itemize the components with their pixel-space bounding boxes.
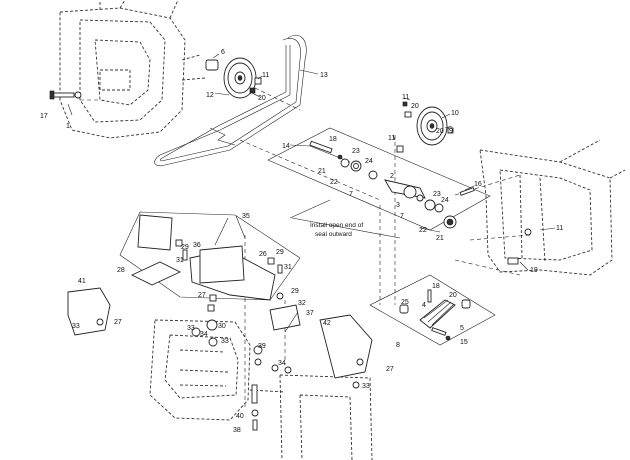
callout-40: 40 <box>236 413 244 420</box>
idler-pulley-left <box>205 57 262 99</box>
callout-20b: 20 <box>411 103 419 110</box>
mower-frame-top-left <box>59 0 206 139</box>
alignment-lines <box>80 87 531 410</box>
callout-33d: 33 <box>362 383 370 390</box>
callout-11a: 11 <box>262 72 269 79</box>
callout-30: 30 <box>218 323 226 330</box>
callout-26: 26 <box>259 251 267 258</box>
bolt-17 <box>49 90 82 100</box>
idler-pulley-right <box>396 101 454 153</box>
callout-22b: 22 <box>419 227 427 234</box>
callout-11d: 11 <box>556 225 563 232</box>
callout-33a: 33 <box>72 323 80 330</box>
drive-belt <box>154 34 307 167</box>
callout-17: 17 <box>40 113 48 120</box>
callout-20a: 20 <box>258 95 266 102</box>
callout-8: 8 <box>396 342 400 349</box>
install-note-line1: Install open end of <box>310 222 363 229</box>
callout-12: 12 <box>206 92 214 99</box>
callout-37: 37 <box>306 310 314 317</box>
callout-20d: 20 <box>449 292 457 299</box>
callout-36: 36 <box>193 242 201 249</box>
callout-34b: 34 <box>278 360 286 367</box>
callout-18a: 18 <box>329 136 337 143</box>
callout-34a: 34 <box>200 331 208 338</box>
callout-27a: 27 <box>114 319 122 326</box>
callout-19: 19 <box>530 267 538 274</box>
callout-41: 41 <box>78 278 86 285</box>
callout-27c: 27 <box>386 366 394 373</box>
callout-22a: 22 <box>330 179 338 186</box>
callout-14: 14 <box>282 143 290 150</box>
callout-7b: 7 <box>400 213 404 220</box>
callout-10: 10 <box>451 110 459 117</box>
mower-frame-right <box>479 139 626 276</box>
install-note-line2: seal outward <box>315 231 352 238</box>
callout-21b: 21 <box>436 235 444 242</box>
spring-assembly <box>369 274 496 346</box>
callout-16: 16 <box>474 181 482 188</box>
callout-29a: 29 <box>181 244 189 251</box>
callout-11c: 11 <box>388 135 395 142</box>
callout-25: 25 <box>401 299 409 306</box>
callout-15: 15 <box>460 339 468 346</box>
callout-31a: 31 <box>176 257 184 264</box>
callout-39: 39 <box>258 343 266 350</box>
callout-42: 42 <box>323 320 331 327</box>
callout-35: 35 <box>242 213 250 220</box>
callout-9: 9 <box>449 128 453 135</box>
callout-7a: 7 <box>349 191 353 198</box>
callout-24a: 24 <box>365 158 373 165</box>
callout-38: 38 <box>233 427 241 434</box>
callout-3: 3 <box>396 202 400 209</box>
callout-31b: 31 <box>284 264 292 271</box>
callout-32: 32 <box>298 300 306 307</box>
callout-20c: 20 <box>436 128 444 135</box>
bracket-assembly <box>67 211 373 431</box>
callout-11b: 11 <box>402 94 409 101</box>
leader-lines <box>67 53 556 333</box>
callout-23b: 23 <box>433 191 441 198</box>
callout-4: 4 <box>422 302 426 309</box>
callout-6: 6 <box>221 49 225 56</box>
bracket-19 <box>507 228 532 265</box>
callout-23a: 23 <box>352 148 360 155</box>
callout-29c: 29 <box>291 288 299 295</box>
callout-2: 2 <box>390 173 394 180</box>
callout-5: 5 <box>460 325 464 332</box>
callout-33c: 33 <box>221 338 229 345</box>
callout-33b: 33 <box>187 325 195 332</box>
callout-28: 28 <box>117 267 125 274</box>
callout-24b: 24 <box>441 197 449 204</box>
callout-27b: 27 <box>198 292 206 299</box>
callout-29b: 29 <box>276 249 284 256</box>
callout-18b: 18 <box>432 283 440 290</box>
callout-21a: 21 <box>318 168 326 175</box>
callout-1: 1 <box>66 123 70 130</box>
callout-13: 13 <box>320 72 328 79</box>
callout-labels: 1 2 3 4 5 6 7 7 8 9 10 11 11 11 11 12 13… <box>40 49 563 434</box>
idler-arm-assembly <box>267 127 491 231</box>
